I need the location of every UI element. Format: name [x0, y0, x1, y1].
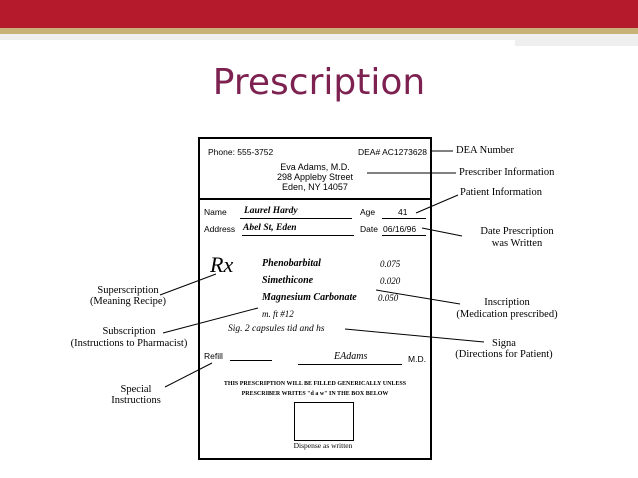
refill-label: Refill	[204, 351, 223, 361]
address-label: Address	[204, 224, 236, 234]
date-label: Date	[360, 224, 378, 234]
daw-box[interactable]	[294, 402, 354, 441]
refill-line	[230, 360, 272, 361]
date-line	[382, 235, 426, 236]
dose-1: 0.075	[380, 259, 401, 269]
date-value: 06/16/96	[383, 224, 417, 234]
callout-prescriber: Prescriber Information	[459, 167, 555, 178]
callout-special-2: Instructions	[111, 395, 161, 406]
header-bar	[0, 0, 638, 28]
form-divider	[200, 198, 430, 200]
special-callout-line	[164, 362, 213, 388]
signature: EAdams	[334, 351, 368, 362]
signa-line: Sig. 2 capsules tid and hs	[228, 324, 325, 334]
callout-patient: Patient Information	[460, 187, 542, 198]
address-value: Abel St, Eden	[243, 223, 297, 233]
inscription-callout-line	[375, 289, 461, 305]
notice-line-2: PRESCRIBER WRITES "d a w" IN THE BOX BEL…	[241, 391, 389, 397]
header-stripe	[0, 28, 638, 34]
phone-text: Phone: 555-3752	[208, 147, 274, 157]
dea-text: DEA# AC1273628	[358, 147, 427, 157]
signature-line	[298, 364, 402, 365]
prescriber-street: 298 Appleby Street	[276, 172, 354, 182]
prescriber-city: Eden, NY 14057	[282, 182, 348, 192]
patient-callout-line	[415, 194, 459, 214]
age-line	[382, 218, 426, 219]
callout-superscription-1: Superscription	[97, 285, 159, 296]
signa-callout-line	[344, 328, 485, 343]
slide-title: Prescription	[212, 62, 426, 103]
dose-3: 0.050	[378, 293, 399, 303]
header-shadow-tab	[515, 40, 638, 46]
callout-dea: DEA Number	[456, 145, 515, 156]
drug-1: Phenobarbital	[262, 258, 321, 269]
age-label: Age	[360, 207, 376, 217]
prescriber-name: Eva Adams, M.D.	[280, 162, 350, 172]
callout-special-1: Special	[120, 384, 152, 395]
dispense-label: Dispense as written	[293, 441, 353, 450]
callout-signa-2: (Directions for Patient)	[455, 349, 553, 360]
callout-date-1: Date Prescription	[480, 226, 554, 237]
age-value: 41	[398, 207, 408, 217]
dose-2: 0.020	[380, 276, 401, 286]
superscription-callout-line	[159, 273, 217, 296]
subscription-line: m. ft #12	[262, 309, 294, 319]
address-line	[242, 235, 354, 236]
name-label: Name	[204, 207, 227, 217]
name-value: Laurel Hardy	[244, 206, 298, 216]
callout-superscription-2: (Meaning Recipe)	[89, 296, 167, 307]
rx-symbol: Rx	[210, 252, 234, 277]
callout-date-2: was Written	[491, 238, 543, 249]
callout-inscription-1: Inscription	[484, 297, 530, 308]
md-text: M.D.	[408, 354, 426, 364]
date-callout-line	[421, 227, 463, 237]
name-line	[240, 218, 352, 219]
drug-2: Simethicone	[262, 275, 314, 286]
callout-signa-1: Signa	[492, 338, 516, 349]
notice-line-1: THIS PRESCRIPTION WILL BE FILLED GENERIC…	[223, 381, 407, 387]
prescription-form: Phone: 555-3752 DEA# AC1273628 Eva Adams…	[198, 137, 432, 460]
callout-subscription-1: Subscription	[102, 326, 156, 337]
subscription-callout-line	[162, 307, 259, 334]
header-shadow	[0, 34, 638, 40]
callout-inscription-2: (Medication prescribed)	[456, 309, 558, 320]
drug-3: Magnesium Carbonate	[262, 292, 357, 303]
callout-subscription-2: (Instructions to Pharmacist)	[70, 338, 188, 349]
